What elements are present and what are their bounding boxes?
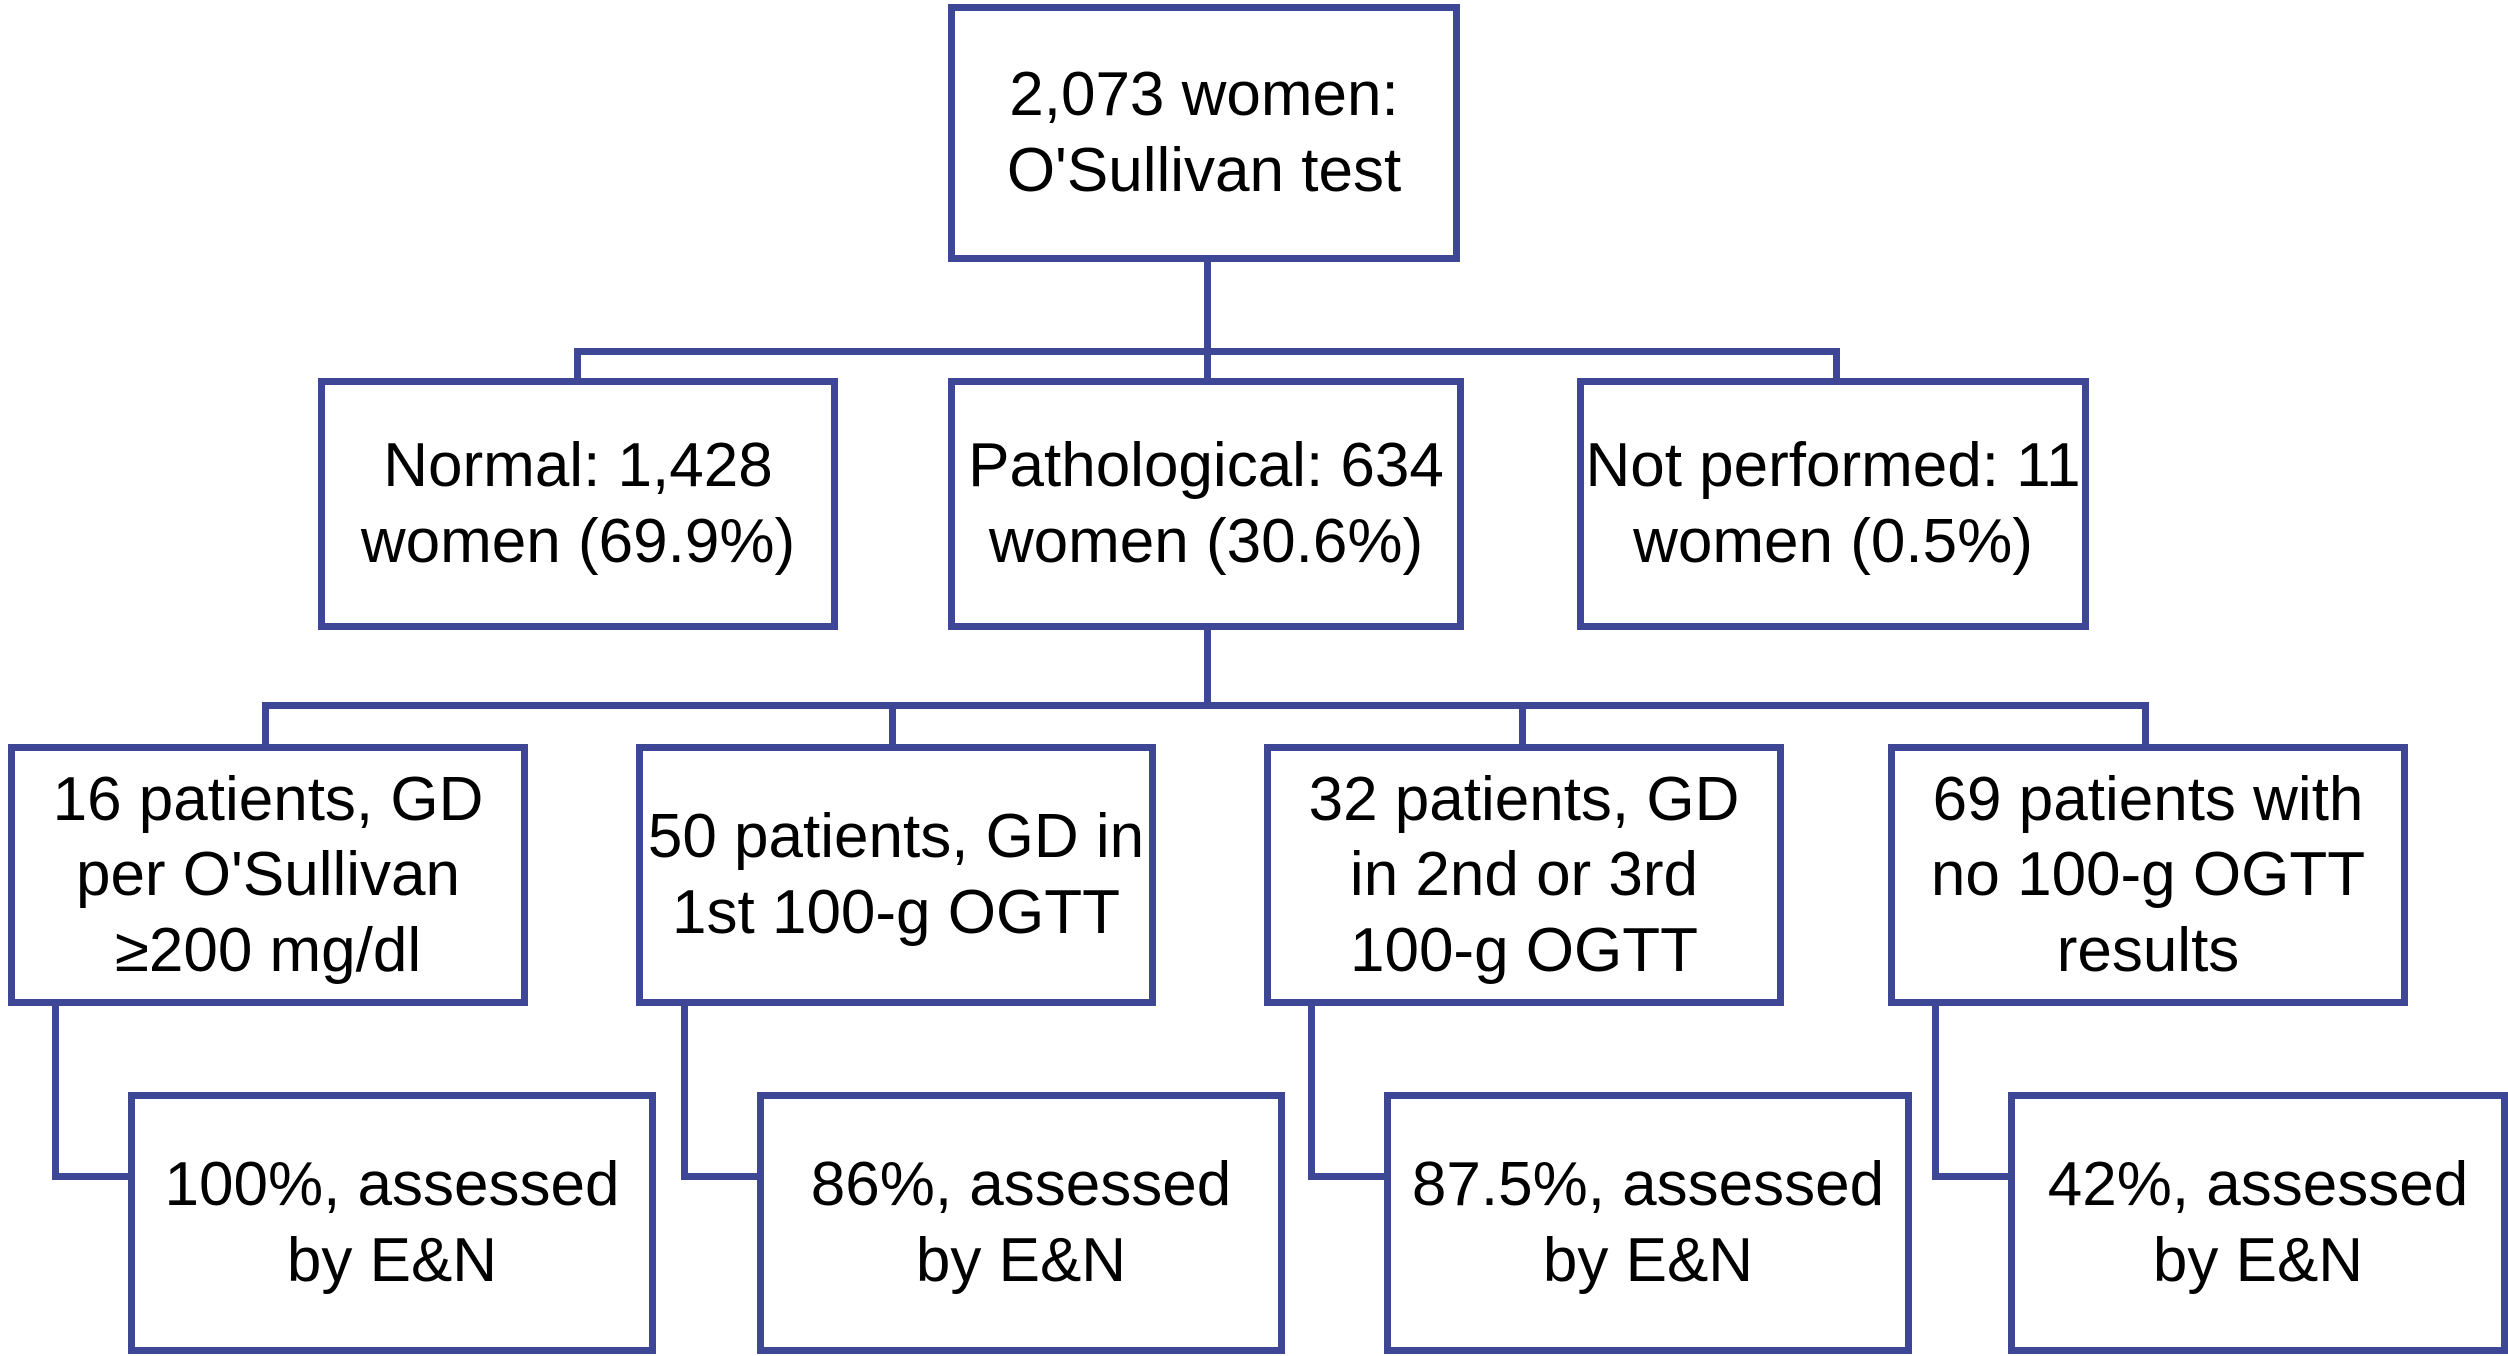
- connector-to-normal: [574, 348, 581, 384]
- node-pathological[interactable]: Pathological: 634 women (30.6%): [948, 378, 1464, 630]
- node-not-performed[interactable]: Not performed: 11 women (0.5%): [1577, 378, 2089, 630]
- node-no-ogtt-results[interactable]: 69 patients with no 100-g OGTT results: [1888, 744, 2408, 1006]
- connector-to-no-ogtt-results: [2142, 702, 2149, 750]
- connector-no-ogtt-results-drop: [1932, 1000, 1939, 1180]
- connector-root-stem: [1204, 258, 1211, 352]
- connector-row3-bus: [262, 702, 2149, 709]
- connector-to-gd-osullivan: [262, 702, 269, 750]
- connector-to-gd-second-third-ogtt: [1519, 702, 1526, 750]
- connector-gd-second-third-ogtt-drop: [1308, 1000, 1315, 1180]
- node-normal[interactable]: Normal: 1,428 women (69.9%): [318, 378, 838, 630]
- connector-gd-second-third-ogtt-elbow: [1308, 1173, 1388, 1180]
- node-root[interactable]: 2,073 women: O'Sullivan test: [948, 4, 1460, 262]
- connector-to-not-performed: [1833, 348, 1840, 384]
- connector-gd-first-ogtt-elbow: [681, 1173, 761, 1180]
- node-assessed-100[interactable]: 100%, assessed by E&N: [128, 1092, 656, 1354]
- connector-to-gd-first-ogtt: [889, 702, 896, 750]
- connector-no-ogtt-results-elbow: [1932, 1173, 2012, 1180]
- node-assessed-86[interactable]: 86%, assessed by E&N: [757, 1092, 1285, 1354]
- node-gd-osullivan[interactable]: 16 patients, GD per O'Sullivan ≥200 mg/d…: [8, 744, 528, 1006]
- connector-pathological-stem: [1204, 628, 1211, 708]
- node-gd-first-ogtt[interactable]: 50 patients, GD in 1st 100-g OGTT: [636, 744, 1156, 1006]
- connector-gd-osullivan-elbow: [52, 1173, 132, 1180]
- node-assessed-42[interactable]: 42%, assessed by E&N: [2008, 1092, 2508, 1354]
- connector-gd-first-ogtt-drop: [681, 1000, 688, 1180]
- connector-to-pathological: [1204, 348, 1211, 384]
- connector-gd-osullivan-drop: [52, 1000, 59, 1180]
- node-assessed-875[interactable]: 87.5%, assessed by E&N: [1384, 1092, 1912, 1354]
- node-gd-second-third-ogtt[interactable]: 32 patients, GD in 2nd or 3rd 100-g OGTT: [1264, 744, 1784, 1006]
